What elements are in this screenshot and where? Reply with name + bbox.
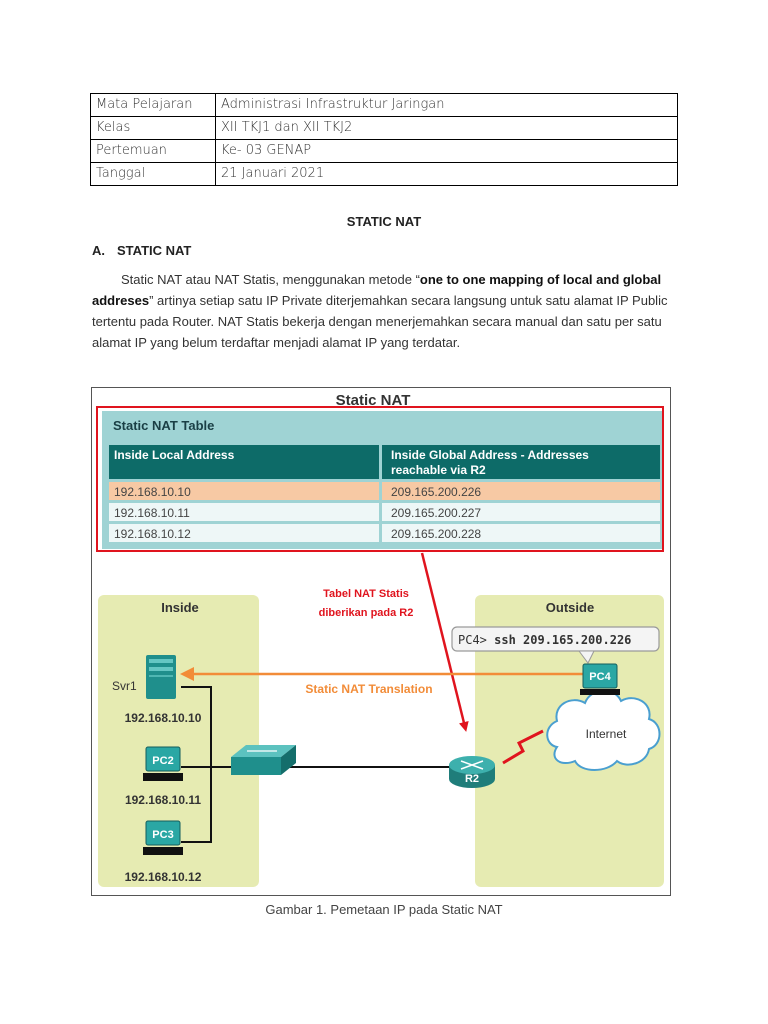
paragraph-text-2: ” artinya setiap satu IP Private diterje…: [92, 293, 668, 350]
cloud-label: Internet: [586, 727, 627, 741]
pc3-icon: [143, 820, 183, 855]
info-key: Pertemuan: [90, 139, 216, 163]
translation-arrow-left-head: [180, 667, 194, 681]
figure-caption: Gambar 1. Pemetaan IP pada Static NAT: [265, 902, 503, 917]
section-number: A.: [92, 243, 105, 258]
nat-row-3-local-bg: [109, 524, 379, 542]
col-header-global-line2: reachable via R2: [391, 463, 486, 477]
svr1-name: Svr1: [112, 679, 137, 693]
pc2-icon: [143, 746, 183, 781]
serial-link-icon: [502, 729, 544, 765]
col-header-global-bg: [382, 445, 660, 479]
nat-row-1-local: 192.168.10.10: [114, 485, 191, 499]
pc4-name: PC4: [589, 671, 611, 683]
command-bubble-tail: [578, 650, 595, 664]
pc4-icon: [580, 663, 620, 695]
command-prompt: PC4>: [458, 633, 494, 647]
inside-label: Inside: [161, 600, 199, 615]
paragraph-bold-term: one to one mapping of local and global a…: [92, 272, 662, 308]
info-value: 21 Januari 2021: [215, 162, 678, 186]
switch-icon: [231, 745, 296, 775]
body-paragraph: Static NAT atau NAT Statis, menggunakan …: [92, 269, 676, 353]
nat-row-1-global-bg: [382, 482, 660, 500]
col-header-global-line1: Inside Global Address - Addresses: [391, 448, 589, 462]
info-value: XII TKJ1 dan XII TKJ2: [215, 116, 678, 140]
command-bubble: [451, 626, 660, 652]
internet-cloud-icon: [546, 689, 661, 771]
figure-title: Static NAT: [336, 392, 411, 409]
nat-row-2-global: 209.165.200.227: [391, 506, 481, 520]
nat-table-title: Static NAT Table: [113, 418, 214, 433]
outside-label: Outside: [546, 600, 594, 615]
static-nat-figure: Static NAT Static NAT Table Inside Local…: [91, 387, 671, 896]
document-title: STATIC NAT: [346, 214, 422, 229]
section-heading: A. STATIC NAT: [92, 243, 191, 258]
nat-row-2-local-bg: [109, 503, 379, 521]
inside-vertical-cable: [181, 686, 212, 843]
svr1-ip: 192.168.10.10: [125, 711, 202, 725]
server-svr1-icon: [146, 655, 176, 699]
annotation-arrow: [420, 552, 469, 732]
info-value: Ke- 03 GENAP: [215, 139, 678, 163]
annotation-line-1: Tabel NAT Statis: [323, 588, 409, 600]
pc2-name: PC2: [152, 755, 173, 767]
nat-row-3-global: 209.165.200.228: [391, 527, 481, 541]
info-key: Mata Pelajaran: [90, 93, 216, 117]
command-text: PC4> ssh 209.165.200.226: [458, 633, 631, 647]
nat-row-2-global-bg: [382, 503, 660, 521]
nat-row-3-global-bg: [382, 524, 660, 542]
annotation-line-2: diberikan pada R2: [319, 607, 414, 619]
translation-label: Static NAT Translation: [305, 682, 432, 696]
paragraph-text-1: Static NAT atau NAT Statis, menggunakan …: [121, 272, 420, 287]
col-header-local: Inside Local Address: [114, 448, 235, 462]
pc3-ip: 192.168.10.12: [125, 870, 202, 884]
inside-zone: [98, 595, 259, 887]
nat-row-1-global: 209.165.200.226: [391, 485, 481, 499]
col-header-local-bg: [109, 445, 379, 479]
section-title: STATIC NAT: [117, 243, 192, 258]
table-highlight-box: [96, 406, 664, 552]
info-key: Kelas: [90, 116, 216, 140]
router-name: R2: [465, 773, 479, 785]
pc3-name: PC3: [152, 829, 173, 841]
info-value: Administrasi Infrastruktur Jaringan: [215, 93, 678, 117]
command-ssh: ssh 209.165.200.226: [494, 633, 631, 647]
pc2-ip: 192.168.10.11: [125, 793, 201, 807]
nat-row-3-local: 192.168.10.12: [114, 527, 191, 541]
nat-row-1-local-bg: [109, 482, 379, 500]
router-r2-icon: [449, 756, 495, 788]
nat-row-2-local: 192.168.10.11: [114, 506, 190, 520]
info-key: Tanggal: [90, 162, 216, 186]
